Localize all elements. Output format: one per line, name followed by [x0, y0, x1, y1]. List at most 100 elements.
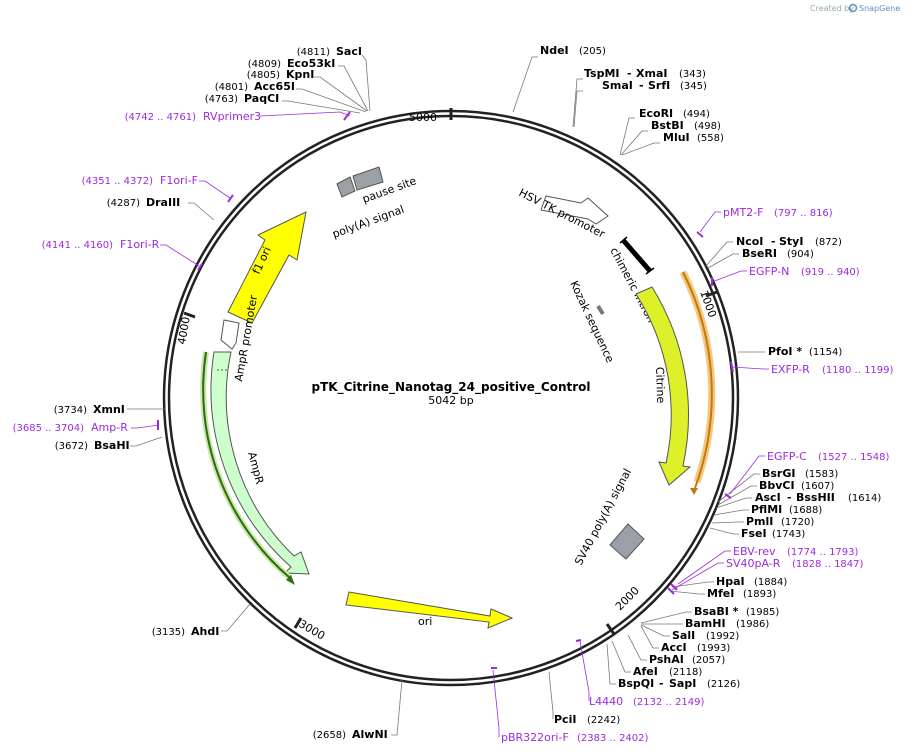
site-sapi[interactable]: SapI [669, 677, 696, 690]
svg-text:(1774 .. 1793): (1774 .. 1793) [787, 547, 859, 558]
site-xmai[interactable]: XmaI [636, 67, 667, 80]
primer-pbr322ori-f[interactable]: pBR322ori-F [501, 731, 569, 744]
tick-3000: 3000 [297, 617, 328, 642]
primer-marks-right [491, 231, 734, 669]
primer-exfp-r[interactable]: EXFP-R [771, 363, 810, 376]
svg-text:(1527 .. 1548): (1527 .. 1548) [818, 452, 890, 463]
svg-text:-: - [659, 677, 664, 690]
svg-text:(205): (205) [579, 46, 606, 57]
site-ahdi[interactable]: AhdI [191, 625, 219, 638]
site-eco53ki[interactable]: Eco53kI [287, 57, 335, 70]
ampr-promoter-arrow [220, 319, 240, 350]
svg-text:(4763): (4763) [205, 94, 238, 105]
svg-text:(1743): (1743) [772, 529, 805, 540]
site-bstbi[interactable]: BstBI [651, 119, 684, 132]
svg-text:(1828 .. 1847): (1828 .. 1847) [792, 559, 864, 570]
svg-text:(558): (558) [697, 133, 724, 144]
svg-text:(4141 .. 4160): (4141 .. 4160) [42, 240, 114, 251]
site-bbvci[interactable]: BbvCI [759, 479, 795, 492]
primer-rvprimer3[interactable]: RVprimer3 [203, 110, 261, 123]
site-bsrgi[interactable]: BsrGI [762, 467, 795, 480]
polya-signal-box [336, 176, 356, 198]
svg-text:(919 .. 940): (919 .. 940) [801, 267, 860, 278]
primer-l4440[interactable]: L4440 [589, 695, 623, 708]
svg-text:(498): (498) [694, 121, 721, 132]
site-acci[interactable]: AccI [661, 641, 687, 654]
svg-text:(1583): (1583) [805, 469, 838, 480]
tick-1000-mark [705, 290, 718, 298]
site-bseri[interactable]: BseRI [742, 247, 777, 260]
svg-text:(4287): (4287) [107, 198, 140, 209]
kozak-marker [596, 304, 605, 316]
polya-signal-label: poly(A) signal [331, 203, 406, 241]
site-bamhi[interactable]: BamHI [685, 617, 726, 630]
svg-text:-: - [627, 67, 632, 80]
primer-egfp-n[interactable]: EGFP-N [749, 265, 789, 278]
site-bspqi[interactable]: BspQI [618, 677, 654, 690]
primer-sv40pa-r[interactable]: SV40pA-R [726, 557, 781, 570]
svg-text:(1688): (1688) [789, 505, 822, 516]
site-saci[interactable]: SacI [336, 45, 362, 58]
site-sali[interactable]: SalI [672, 629, 695, 642]
primer-leaders-left [131, 111, 351, 429]
site-fsei[interactable]: FseI [741, 527, 767, 540]
site-ecori[interactable]: EcoRI [639, 107, 673, 120]
svg-text:(4351 .. 4372): (4351 .. 4372) [82, 176, 154, 187]
svg-text:(2383 .. 2402): (2383 .. 2402) [577, 733, 649, 744]
orf-arrow [682, 271, 713, 489]
primer-pmt2-f[interactable]: pMT2-F [723, 206, 764, 219]
primer-amp-r[interactable]: Amp-R [91, 421, 128, 434]
primer-leaders-right [492, 211, 769, 737]
primer-egfp-c[interactable]: EGFP-C [767, 450, 807, 463]
site-mlui[interactable]: MluI [663, 131, 690, 144]
svg-text:(4809): (4809) [248, 59, 281, 70]
tick-4000: 4000 [175, 316, 193, 346]
kozak-label: Kozak sequence [567, 279, 616, 365]
primer-f1ori-r[interactable]: F1ori-R [120, 238, 160, 251]
svg-text:(345): (345) [680, 81, 707, 92]
site-mfei[interactable]: MfeI [707, 587, 734, 600]
svg-text:(797 .. 816): (797 .. 816) [774, 208, 833, 219]
svg-text:(3135): (3135) [152, 627, 185, 638]
site-tspmi[interactable]: TspMI [584, 67, 620, 80]
svg-text:(1986): (1986) [736, 619, 769, 630]
site-pfoi[interactable]: PfoI * [768, 345, 802, 358]
svg-text:(904): (904) [787, 249, 814, 260]
site-pcii[interactable]: PciI [554, 713, 576, 726]
ampr-arrow [210, 351, 310, 575]
svg-text:(4742 .. 4761): (4742 .. 4761) [125, 112, 197, 123]
primer-ebv-rev[interactable]: EBV-rev [733, 545, 776, 558]
site-asci[interactable]: AscI [755, 491, 781, 504]
site-ndei[interactable]: NdeI [540, 44, 569, 57]
site-draiii[interactable]: DraIII [146, 196, 180, 209]
svg-text:(1154): (1154) [809, 347, 842, 358]
leader-lines-left [127, 54, 403, 736]
site-xmni[interactable]: XmnI [93, 403, 125, 416]
site-pmli[interactable]: PmlI [746, 515, 773, 528]
ampr-label: AmpR [245, 450, 266, 485]
site-alwni[interactable]: AlwNI [352, 728, 388, 741]
svg-text:(1614): (1614) [848, 493, 881, 504]
site-srfi[interactable]: SrfI [648, 79, 670, 92]
svg-text:(3734): (3734) [54, 405, 87, 416]
svg-text:(1720): (1720) [781, 517, 814, 528]
primer-f1ori-f[interactable]: F1ori-F [160, 174, 198, 187]
site-kpni[interactable]: KpnI [286, 68, 314, 81]
site-afei[interactable]: AfeI [633, 665, 658, 678]
site-ncoi[interactable]: NcoI [736, 235, 763, 248]
site-acc65i[interactable]: Acc65I [254, 80, 295, 93]
site-smai[interactable]: SmaI [602, 79, 633, 92]
site-hpai[interactable]: HpaI [716, 575, 745, 588]
tick-5000: 5000 [409, 111, 437, 124]
chimeric-intron-bar [621, 238, 652, 273]
site-paqci[interactable]: PaqCI [244, 92, 279, 105]
svg-text:(2126): (2126) [707, 679, 740, 690]
site-pshai[interactable]: PshAI [649, 653, 684, 666]
site-bsahi[interactable]: BsaHI [94, 439, 130, 452]
site-bsshii[interactable]: BssHII [796, 491, 835, 504]
site-bsabi[interactable]: BsaBI * [694, 605, 739, 618]
tick-3000-mark [293, 617, 303, 629]
credit-prefix: Created by [810, 4, 854, 13]
site-pflmi[interactable]: PflMI [751, 503, 782, 516]
site-styi[interactable]: StyI [779, 235, 803, 248]
